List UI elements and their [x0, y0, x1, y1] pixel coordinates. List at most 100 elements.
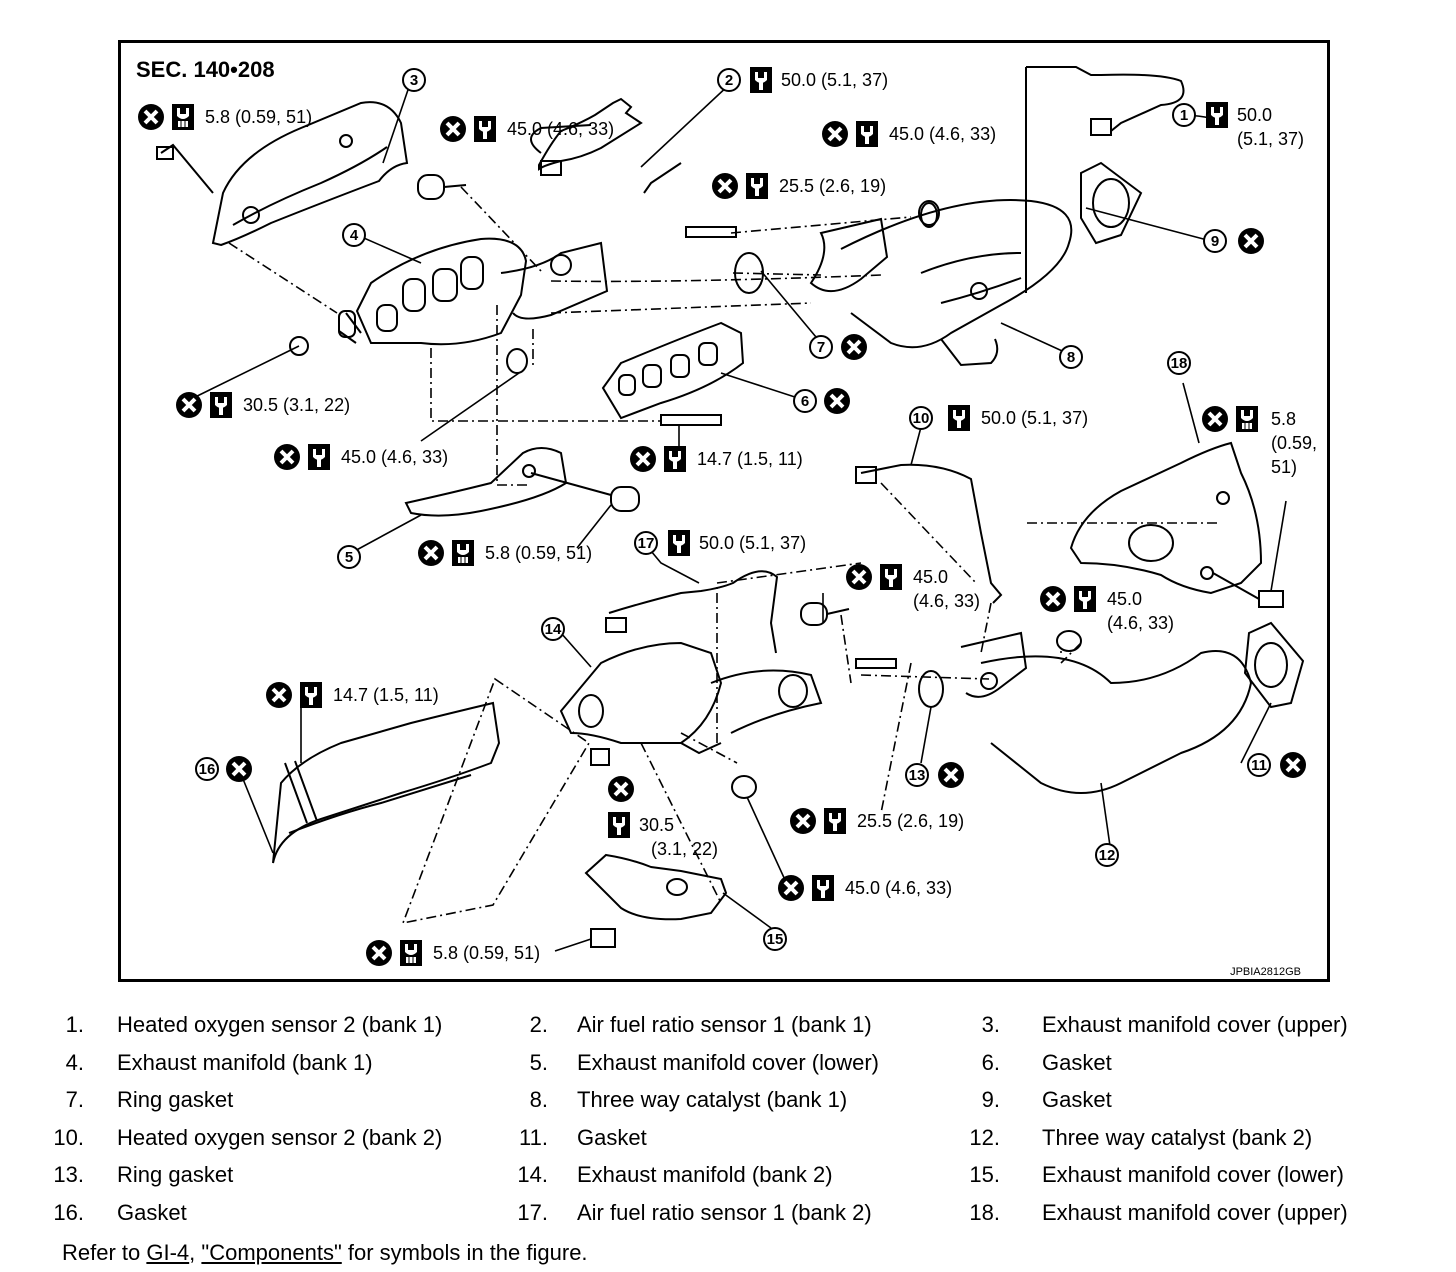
svg-text:5.8 (0.59, 51): 5.8 (0.59, 51): [485, 543, 592, 563]
svg-text:10: 10: [913, 410, 930, 427]
no-reuse-icon: [822, 386, 852, 416]
svg-text:3: 3: [410, 72, 418, 89]
svg-text:12: 12: [1099, 847, 1116, 864]
no-reuse-icon: [936, 760, 966, 790]
legend-number: 10.: [53, 1124, 84, 1150]
svg-text:5: 5: [345, 549, 353, 566]
callout-11: 11: [1247, 753, 1271, 777]
callout-5: 5: [337, 545, 361, 569]
legend-number: 11.: [519, 1124, 548, 1150]
exhaust-diagram: SEC. 140•208: [136, 57, 1317, 978]
svg-text:5.8 (0.59, 51): 5.8 (0.59, 51): [205, 107, 312, 127]
svg-text:13: 13: [909, 767, 926, 784]
legend-number: 17.: [517, 1199, 548, 1225]
torque-t5: 50.0(5.1, 37): [1206, 102, 1304, 149]
legend-number: 5.: [529, 1049, 548, 1075]
torque-t15: 50.0 (5.1, 37): [668, 530, 806, 556]
callout-15: 15: [763, 927, 787, 951]
torque-t12: 5.8(0.59,51): [1200, 404, 1317, 477]
torque-t1: 45.0 (4.6, 33): [438, 114, 614, 144]
legend-label: Gasket: [1042, 1087, 1112, 1112]
svg-text:17: 17: [638, 535, 655, 552]
svg-text:45.0 (4.6, 33): 45.0 (4.6, 33): [889, 124, 996, 144]
legend-number: 9.: [981, 1087, 1000, 1112]
legend-label: Exhaust manifold (bank 2): [577, 1162, 833, 1187]
torque-labels: 5.8 (0.59, 51) 45.0 (4.6, 33) 50.0 (5.1,…: [136, 67, 1317, 968]
torque-t9: 14.7 (1.5, 11): [628, 444, 803, 474]
components-link[interactable]: "Components": [201, 1240, 342, 1265]
callout-4: 4: [342, 223, 366, 247]
torque-t10: 5.8 (0.59, 51): [416, 538, 592, 568]
bank1-parts: [156, 66, 1185, 517]
no-reuse-icon: [1278, 750, 1308, 780]
callout-10: 10: [909, 406, 933, 430]
svg-text:9: 9: [1211, 233, 1219, 250]
svg-text:45.0 (4.6, 33): 45.0 (4.6, 33): [341, 447, 448, 467]
legend-label: Gasket: [577, 1124, 647, 1150]
gi4-link[interactable]: GI-4: [146, 1240, 190, 1265]
legend-label: Air fuel ratio sensor 1 (bank 1): [577, 1012, 872, 1037]
svg-text:(4.6, 33): (4.6, 33): [1107, 613, 1174, 633]
svg-text:2: 2: [725, 72, 733, 89]
solid-leaders: [182, 80, 1287, 952]
no-reuse-icon: [839, 332, 869, 362]
legend-number: 12.: [969, 1124, 1000, 1150]
callout-14: 14: [541, 617, 565, 641]
svg-text:45.0: 45.0: [1107, 589, 1142, 609]
torque-t2: 50.0 (5.1, 37): [750, 67, 888, 93]
legend-number: 15.: [969, 1162, 1000, 1187]
svg-text:51): 51): [1271, 457, 1297, 477]
legend-label: Three way catalyst (bank 2): [1042, 1124, 1313, 1150]
torque-t4: 45.0 (4.6, 33): [820, 119, 996, 149]
svg-text:4: 4: [350, 227, 359, 244]
callout-2: 2: [717, 68, 741, 92]
legend-label: Gasket: [1042, 1049, 1112, 1075]
svg-text:1: 1: [1180, 107, 1188, 124]
torque-t3: 25.5 (2.6, 19): [710, 171, 886, 201]
svg-text:30.5: 30.5: [639, 815, 674, 835]
no-reuse-icon: [224, 754, 254, 784]
svg-text:25.5 (2.6, 19): 25.5 (2.6, 19): [857, 811, 964, 831]
legend-label: Ring gasket: [117, 1162, 234, 1187]
torque-t23: 25.5 (2.6, 19): [788, 806, 964, 836]
no-reuse-icon: [1236, 226, 1266, 256]
torque-t11: 50.0 (5.1, 37): [948, 405, 1088, 431]
callout-8: 8: [1059, 345, 1083, 369]
callout-16: 16: [195, 757, 219, 781]
svg-text:14.7 (1.5, 11): 14.7 (1.5, 11): [697, 449, 803, 469]
legend-label: Exhaust manifold cover (lower): [577, 1049, 880, 1075]
svg-text:25.5 (2.6, 19): 25.5 (2.6, 19): [779, 176, 886, 196]
legend-label: Heated oxygen sensor 2 (bank 1): [117, 1012, 443, 1037]
svg-text:(5.1, 37): (5.1, 37): [1237, 129, 1304, 149]
legend-number: 7.: [65, 1087, 84, 1112]
svg-text:50.0 (5.1, 37): 50.0 (5.1, 37): [699, 533, 806, 553]
svg-text:50.0 (5.1, 37): 50.0 (5.1, 37): [981, 408, 1088, 428]
legend-label: Exhaust manifold cover (upper): [1042, 1199, 1348, 1225]
svg-text:45.0: 45.0: [913, 567, 948, 587]
legend-number: 8.: [529, 1087, 548, 1112]
dash-leaders: [228, 186, 1221, 925]
legend-label: Ring gasket: [117, 1087, 234, 1112]
callout-9: 9: [1203, 229, 1227, 253]
legend-number: 6.: [981, 1049, 1000, 1075]
svg-text:8: 8: [1067, 349, 1075, 366]
svg-text:14: 14: [545, 621, 562, 638]
callout-6: 6: [793, 389, 817, 413]
svg-text:6: 6: [801, 393, 809, 410]
legend-label: Exhaust manifold cover (upper): [1042, 1012, 1348, 1037]
callout-18: 18: [1167, 351, 1191, 375]
section-label: SEC. 140•208: [136, 57, 275, 82]
callout-3: 3: [402, 68, 426, 92]
svg-text:5.8: 5.8: [1271, 409, 1296, 429]
torque-t8: 45.0 (4.6, 33): [272, 442, 448, 472]
legend-number: 13.: [53, 1162, 84, 1187]
refer-sep: ,: [189, 1240, 202, 1265]
torque-t7: 30.5 (3.1, 22): [174, 390, 350, 420]
legend-number: 1.: [65, 1012, 84, 1037]
torque-t21: 30.5(3.1, 22): [606, 774, 718, 859]
svg-text:45.0 (4.6, 33): 45.0 (4.6, 33): [507, 119, 614, 139]
callout-13: 13: [905, 763, 929, 787]
callouts: 1 2 3 4 5 6 7 8 9 10 11 12 13 14 15 16 1…: [195, 68, 1271, 951]
refer-prefix: Refer to: [62, 1240, 147, 1265]
legend-label: Heated oxygen sensor 2 (bank 2): [117, 1124, 443, 1150]
